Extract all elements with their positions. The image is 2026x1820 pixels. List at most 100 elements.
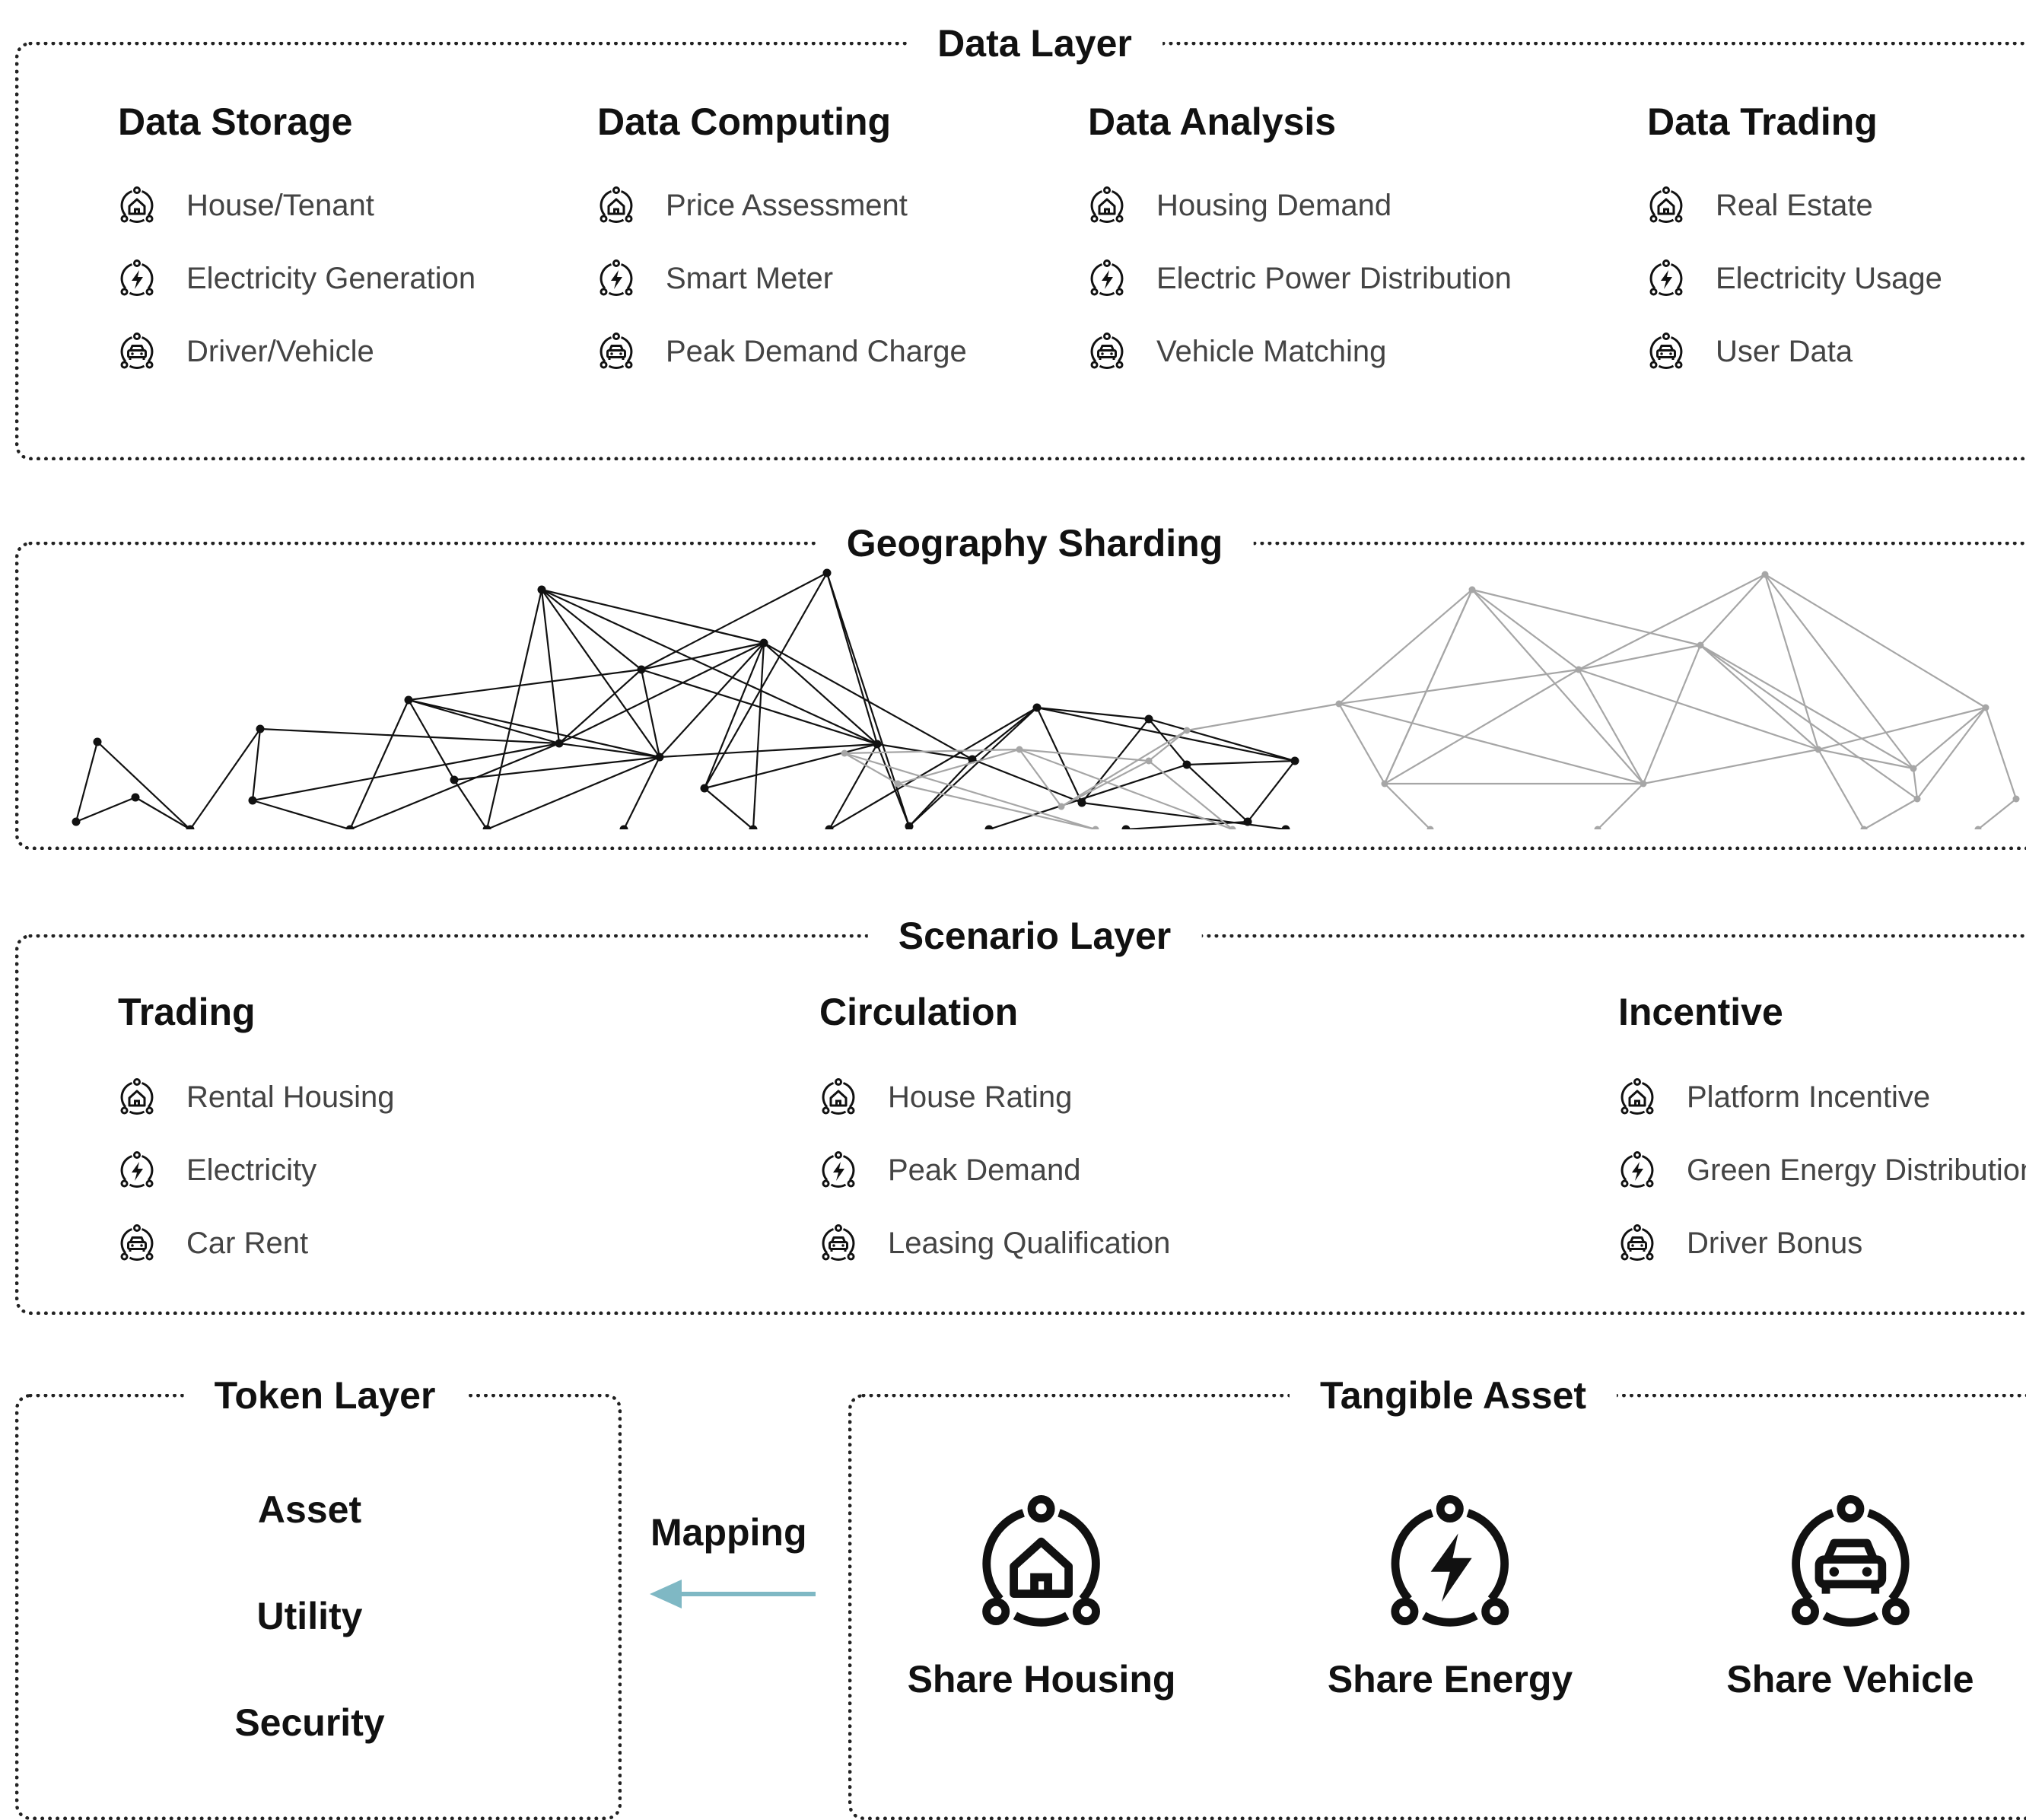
network-edge (988, 763, 1188, 829)
list-item: Green Energy Distribution (1618, 1151, 2026, 1189)
network-edge (408, 699, 455, 781)
network-edge (349, 742, 560, 829)
list-item: Driver/Vehicle (118, 332, 374, 371)
token-utility: Utility (256, 1595, 363, 1637)
network-node (749, 825, 758, 829)
network-edge (75, 741, 99, 822)
network-edge (1700, 644, 1819, 750)
asset-label: Share Vehicle (1726, 1658, 1974, 1701)
network-edge (1061, 730, 1188, 807)
network-edge (1148, 718, 1296, 762)
network-edge (1700, 644, 1914, 769)
network-edge (897, 748, 1020, 785)
share-housing: Share Housing (908, 1491, 1175, 1701)
network-edge (252, 742, 560, 802)
network-node (1640, 780, 1647, 788)
incentive-column: Incentive Platform Incentive Green Energ… (1618, 989, 2026, 1035)
network-node (1144, 714, 1153, 724)
car-icon (819, 1224, 857, 1262)
network-edge (1338, 589, 1473, 705)
network-edge (844, 748, 1020, 755)
list-item: Electricity Generation (118, 259, 475, 298)
token-asset: Asset (257, 1488, 362, 1531)
network-edge (541, 589, 878, 745)
network-node (1032, 703, 1042, 712)
network-edge (641, 572, 828, 670)
house-icon (118, 1078, 156, 1116)
network-node (1121, 825, 1131, 829)
network-edge (1984, 707, 2018, 800)
network-edge (640, 669, 661, 758)
network-edge (259, 727, 560, 745)
network-node (482, 825, 491, 829)
car-icon (118, 1224, 156, 1262)
item-label: Electricity Usage (1716, 261, 1942, 295)
network-node (2012, 795, 2020, 803)
item-label: Platform Incentive (1687, 1080, 1931, 1114)
network-edge (541, 589, 660, 758)
circulation-column: Circulation House Rating Peak Demand Lea… (819, 989, 1170, 1035)
network-edge (829, 707, 1038, 829)
network-edge (1916, 707, 1986, 800)
network-edge (1700, 644, 1918, 800)
list-item: Rental Housing (118, 1078, 395, 1116)
network-edge (704, 572, 828, 789)
network-node (1913, 795, 1921, 803)
network-node (404, 695, 413, 705)
network-edge (1036, 707, 1083, 803)
item-label: Leasing Qualification (888, 1226, 1171, 1260)
network-edge (659, 642, 765, 758)
list-item: Real Estate (1647, 186, 1873, 224)
network-edge (1643, 748, 1819, 785)
network-node (256, 724, 265, 733)
token-layer-box: Token Layer (15, 1369, 622, 1820)
network-edge (1186, 759, 1296, 766)
network-edge (1700, 574, 1766, 646)
network-node (1243, 817, 1252, 826)
network-edge (876, 743, 911, 827)
scenario-layer-box: Scenario Layer (15, 909, 2026, 1315)
network-node (1982, 704, 1989, 711)
data-computing-column: Data Computing Price Assessment Smart Me… (597, 99, 967, 145)
network-node (1229, 826, 1236, 829)
network-edge (1125, 820, 1248, 829)
item-label: Driver/Vehicle (186, 334, 374, 368)
geography-sharding-title: Geography Sharding (816, 517, 1254, 570)
network-edge (408, 668, 642, 702)
network-edge (1642, 644, 1702, 784)
item-label: Car Rent (186, 1226, 309, 1260)
column-heading: Data Trading (1647, 100, 1878, 143)
network-edge (135, 797, 191, 829)
network-node (637, 665, 646, 674)
item-label: Real Estate (1716, 188, 1873, 222)
network-edge (1036, 706, 1296, 762)
data-trading-column: Data Trading Real Estate Electricity Usa… (1647, 99, 1942, 145)
trading-column: Trading Rental Housing Electricity Car R… (118, 989, 395, 1035)
network-node (537, 585, 546, 594)
network-edge (908, 707, 1038, 827)
token-security: Security (234, 1701, 385, 1744)
item-label: Electric Power Distribution (1156, 261, 1512, 295)
item-label: Green Energy Distribution (1687, 1153, 2026, 1187)
network-node (1697, 641, 1704, 649)
network-node (1077, 798, 1086, 807)
network-node (1335, 700, 1343, 708)
car-icon (1782, 1491, 1919, 1636)
network-edge (558, 642, 765, 744)
item-label: Housing Demand (1156, 188, 1392, 222)
item-label: Rental Housing (186, 1080, 395, 1114)
item-label: Peak Demand Charge (666, 334, 967, 368)
item-label: Peak Demand (888, 1153, 1081, 1187)
network-edge (1186, 764, 1248, 822)
network-edge (558, 669, 642, 744)
network-edge (1764, 574, 1986, 708)
network-edge (1148, 760, 1233, 829)
share-energy: Share Energy (1328, 1491, 1573, 1701)
item-label: House/Tenant (186, 188, 374, 222)
network-edge (1247, 760, 1296, 822)
column-heading: Data Storage (118, 100, 353, 143)
network-node (93, 737, 102, 746)
bolt-icon (1382, 1491, 1519, 1636)
network-edge (1384, 669, 1579, 784)
list-item: House/Tenant (118, 186, 374, 224)
